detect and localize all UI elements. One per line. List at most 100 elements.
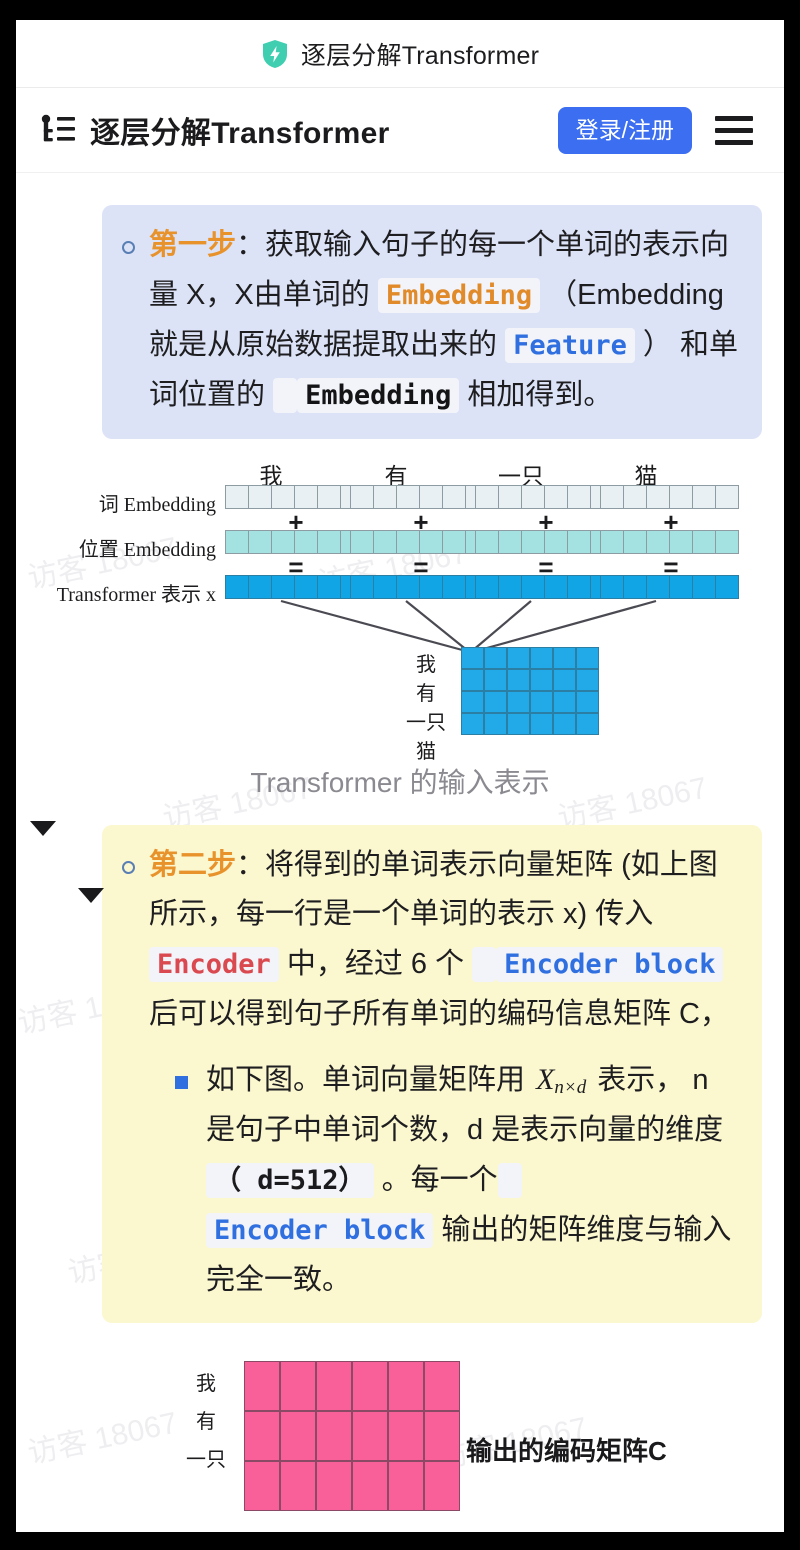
step-one-text-3: ） 和单词位置的 — [149, 328, 738, 411]
figure-output-caption: 输出的编码矩阵C — [466, 1436, 667, 1467]
figure-input-representation: 我 有 一只 猫 词 Embedding 位置 Embedding Transf… — [16, 439, 784, 763]
matrix-cell — [280, 1411, 316, 1462]
matrix-cell — [461, 690, 484, 713]
matrix-row-label: 一只 — [186, 1449, 226, 1472]
vector-cell — [646, 484, 670, 509]
collapse-triangle-step-two[interactable] — [78, 888, 104, 903]
figure-word-label: 有 — [384, 462, 408, 489]
matrix-cell — [316, 1361, 352, 1412]
step-two-callout: 第二步：将得到的单词表示向量矩阵 (如上图所示，每一行是一个单词的表示 x) 传… — [102, 824, 762, 1324]
matrix-row-label: 我 — [416, 653, 436, 676]
code-chip-embedding-2: Embedding — [297, 377, 460, 413]
vector-cell — [248, 484, 272, 509]
circle-outline-bullet-icon — [122, 241, 135, 254]
vector-cell — [669, 529, 693, 554]
vector-cell — [646, 574, 670, 599]
matrix-cell — [576, 668, 599, 691]
code-chip-encoder-block-2: Encoder block — [206, 1212, 434, 1248]
vector-cell — [225, 574, 249, 599]
matrix-cell — [424, 1411, 460, 1462]
step-two-text-3: 后可以得到句子所有单词的编码信息矩阵 C， — [149, 998, 730, 1031]
vector-cell — [317, 529, 341, 554]
matrix-cell — [388, 1461, 424, 1512]
matrix-cell — [484, 690, 507, 713]
figure-word-label: 猫 — [634, 462, 658, 489]
matrix-cell — [352, 1361, 388, 1412]
vector-cell — [373, 529, 397, 554]
vector-cell — [715, 529, 739, 554]
matrix-cell — [484, 712, 507, 735]
matrix-cell — [244, 1461, 280, 1512]
vector-position-embedding — [350, 529, 489, 554]
outline-list-logo-icon[interactable] — [38, 112, 78, 148]
figure-connector-lines — [280, 599, 657, 652]
figure-row-label-position-embedding: 位置 Embedding — [78, 538, 216, 561]
vector-cell — [600, 529, 624, 554]
vector-position-embedding — [225, 529, 364, 554]
vector-cell — [521, 484, 545, 509]
matrix-row-labels: 我 有 一只 猫 — [404, 651, 448, 767]
equals-operator: = — [288, 551, 304, 582]
step-one-text-4: 相加得到。 — [459, 378, 613, 411]
math-variable-x: Xn×d — [533, 1063, 589, 1098]
matrix-cell — [530, 712, 553, 735]
vector-cell — [294, 574, 318, 599]
vector-cell — [669, 574, 693, 599]
matrix-cell — [316, 1461, 352, 1512]
menu-bar-3 — [715, 139, 753, 145]
figure-word-label: 我 — [259, 462, 283, 489]
circle-outline-bullet-icon — [122, 860, 135, 874]
matrix-cell — [553, 646, 576, 669]
vector-cell — [623, 529, 647, 554]
step-two-text: 第二步：将得到的单词表示向量矩阵 (如上图所示，每一行是一个单词的表示 x) 传… — [149, 841, 742, 1306]
login-register-button[interactable]: 登录/注册 — [557, 106, 692, 154]
collapse-triangle-section[interactable] — [30, 821, 56, 836]
menu-bar-1 — [715, 115, 753, 121]
code-chip-blank — [273, 377, 298, 413]
subitem-text-3: 。每一个 — [373, 1163, 498, 1196]
plus-operator: + — [663, 506, 679, 537]
matrix-cell — [576, 712, 599, 735]
hamburger-menu-icon[interactable] — [708, 108, 760, 152]
vector-cell — [498, 574, 522, 599]
vector-cell — [350, 574, 374, 599]
vector-position-embedding — [600, 529, 739, 554]
matrix-cell — [576, 690, 599, 713]
vector-cell — [567, 574, 591, 599]
code-chip-d512: （ d=512） — [206, 1162, 374, 1198]
matrix-cell — [461, 712, 484, 735]
matrix-row-label: 猫 — [416, 740, 436, 763]
equals-operator: = — [413, 551, 429, 582]
square-bullet-icon — [175, 1076, 188, 1089]
vector-cell — [225, 529, 249, 554]
vector-cell — [498, 529, 522, 554]
vector-cell — [442, 574, 466, 599]
vector-cell — [350, 484, 374, 509]
matrix-cell — [576, 646, 599, 669]
matrix-cell — [388, 1411, 424, 1462]
matrix-cell — [461, 646, 484, 669]
site-title[interactable]: 逐层分解Transformer — [90, 117, 390, 150]
vector-cell — [544, 529, 568, 554]
figure-output-matrix: 我 有 一只 输出的编码矩阵C — [16, 1323, 784, 1512]
matrix-cell — [530, 668, 553, 691]
browser-tab-bar: 逐层分解Transformer — [16, 20, 784, 88]
code-chip-encoder-block: Encoder block — [496, 947, 724, 983]
code-chip-blank — [472, 947, 497, 983]
matrix-cell — [280, 1361, 316, 1412]
vector-cell — [442, 484, 466, 509]
subitem-text-2: 表示， n 是句子中单词个数，d 是表示向量的维度 — [206, 1064, 724, 1146]
vector-word-embedding — [475, 484, 614, 509]
matrix-cell — [461, 668, 484, 691]
shield-bolt-icon — [261, 39, 289, 69]
browser-tab-title[interactable]: 逐层分解Transformer — [300, 41, 540, 70]
vector-cell — [248, 529, 272, 554]
vector-cell — [475, 574, 499, 599]
subitem-text-4: 输出的矩阵维度与输入完全一致。 — [206, 1213, 732, 1296]
matrix-row-label: 一只 — [406, 711, 446, 734]
vector-cell — [225, 484, 249, 509]
code-chip-embedding: Embedding — [377, 277, 541, 313]
matrix-cell — [244, 1361, 280, 1412]
step-two-subitem: 如下图。单词向量矩阵用 Xn×d 表示， n 是句子中单词个数，d 是表示向量的… — [149, 1054, 742, 1305]
matrix-cell — [553, 690, 576, 713]
